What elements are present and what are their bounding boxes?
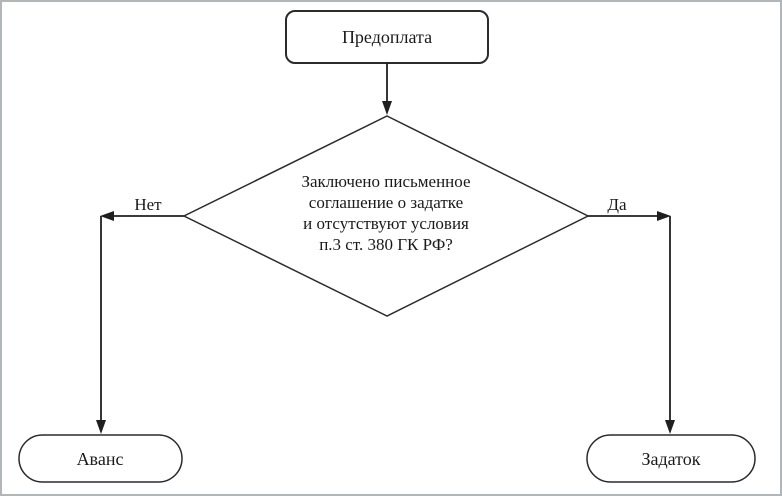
decision-text-line-1: Заключено письменное	[301, 172, 470, 191]
decision-text-line-4: п.3 ст. 380 ГК РФ?	[319, 235, 453, 254]
arrowhead-down-into-decision	[382, 101, 392, 115]
result-node-zadatok-box	[586, 434, 756, 483]
decision-text-line-3: и отсутствуют условия	[303, 214, 469, 233]
arrowhead-left-at-elbow	[100, 211, 114, 221]
decision-node-diamond	[182, 115, 590, 317]
arrowhead-down-into-zadatok	[665, 420, 675, 434]
result-node-zadatok-label: Задаток	[641, 449, 700, 469]
result-node-avans-box	[18, 434, 183, 483]
result-node-avans-label: Аванс	[77, 449, 124, 469]
arrowhead-right-at-elbow	[657, 211, 671, 221]
decision-text-line-2: соглашение о задатке	[309, 193, 463, 212]
start-node-label: Предоплата	[342, 27, 432, 47]
arrowhead-down-into-avans	[96, 420, 106, 434]
branch-label-yes: Да	[607, 195, 627, 214]
branch-label-no: Нет	[134, 195, 162, 214]
